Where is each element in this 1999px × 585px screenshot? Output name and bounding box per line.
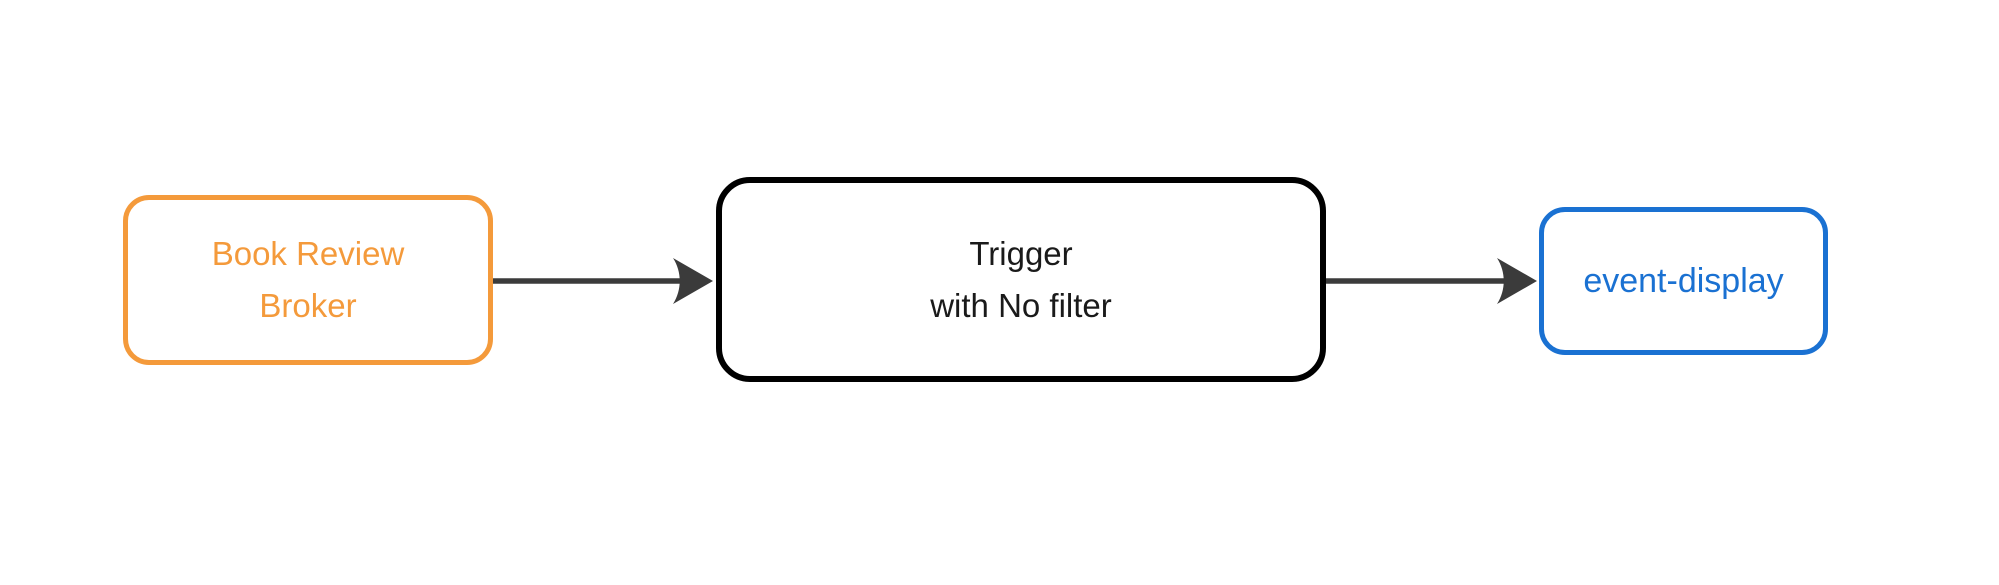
node-label-line: with No filter <box>930 286 1112 324</box>
arrowhead-icon <box>1497 258 1537 304</box>
node-label-line: Book Review <box>211 235 405 272</box>
node-trigger-with-no-filter: Trigger with No filter <box>716 177 1326 382</box>
node-label-line: event-display <box>1583 262 1784 300</box>
node-book-review-broker: Book Review Broker <box>123 195 493 365</box>
arrowhead-icon <box>673 258 713 304</box>
node-event-display: event-display <box>1539 207 1828 355</box>
node-label-line: Trigger <box>969 234 1073 272</box>
node-label-line: Broker <box>259 287 357 324</box>
edge-broker-to-trigger <box>493 258 713 304</box>
edge-trigger-to-event-display <box>1326 258 1537 304</box>
